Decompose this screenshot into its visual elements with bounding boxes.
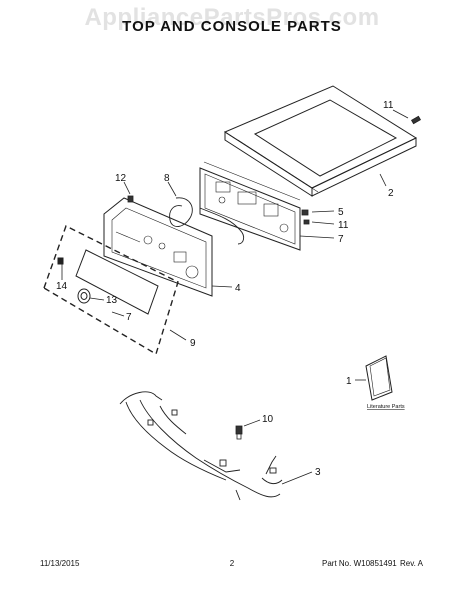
console (103, 197, 213, 297)
callout-12: 12 (115, 173, 127, 184)
callout-9: 9 (190, 338, 196, 349)
callout-14: 14 (56, 281, 68, 292)
leader-lines (61, 109, 409, 485)
literature-booklet (365, 355, 393, 401)
button (57, 257, 64, 265)
console-bracket (199, 161, 301, 251)
console-harness (169, 197, 245, 245)
footer-page-number: 2 (229, 559, 235, 568)
overlay-dashed-outline (43, 225, 179, 356)
callout-4: 4 (235, 283, 241, 294)
footer-date: 11/13/2015 (40, 559, 80, 568)
callout-11-top: 11 (383, 100, 394, 111)
callout-11: 11 (338, 220, 349, 231)
literature-label: Literature Parts (367, 404, 405, 410)
screws (127, 115, 422, 440)
callout-7: 7 (126, 312, 132, 323)
callout-10: 10 (262, 414, 274, 425)
footer-part-number: Part No. W10851491 (322, 559, 397, 568)
callout-8: 8 (164, 173, 170, 184)
callout-2: 2 (388, 188, 394, 199)
callout-1: 1 (346, 376, 352, 387)
callout-13: 13 (106, 295, 118, 306)
callout-6: 7 (338, 234, 344, 245)
watermark: AppliancePartsPros.com (84, 4, 380, 31)
callout-3: 3 (315, 467, 321, 478)
callout-5: 5 (338, 207, 344, 218)
graphic-panel (75, 249, 159, 315)
page-title: TOP AND CONSOLE PARTS (122, 18, 342, 35)
top-panel (223, 85, 418, 197)
knob (77, 288, 91, 304)
footer-revision: Rev. A (400, 559, 423, 568)
main-harness (119, 391, 283, 501)
